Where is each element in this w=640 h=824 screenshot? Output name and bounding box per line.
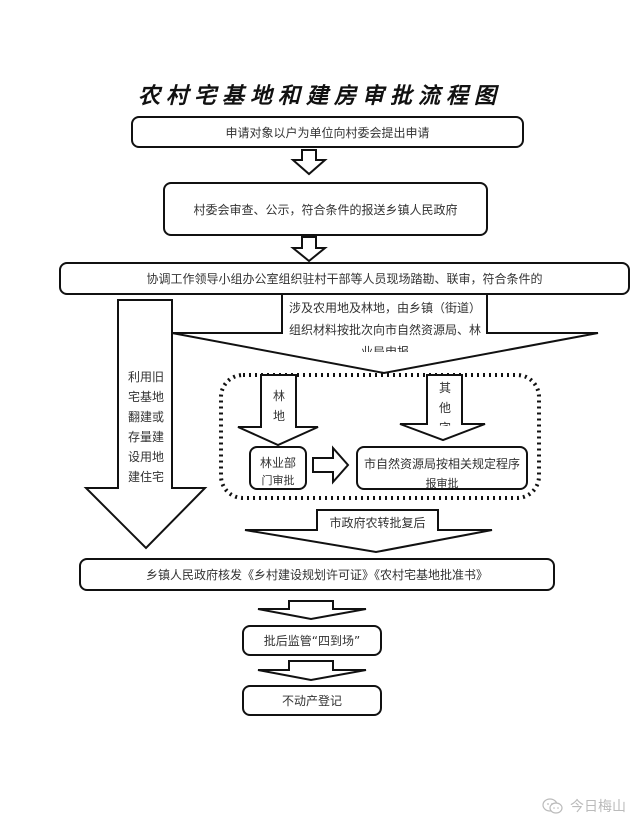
step-supervise: 批后监管“四到场”	[242, 625, 382, 656]
branch-right-line: 业局申报	[360, 345, 409, 352]
resource-bureau-line: 市自然资源局按相关规定程序	[363, 457, 520, 471]
arrow-down-3	[257, 600, 367, 621]
branch-right-line: 涉及农用地及林地，由乡镇（街道）	[288, 301, 481, 315]
arrow-branch-right	[171, 293, 599, 375]
step-apply: 申请对象以户为单位向村委会提出申请	[131, 116, 524, 148]
other-arrow-char: 其	[438, 381, 451, 395]
branch-left-label: 利用旧 宅基地 翻建或 存量建 设用地 建住宅	[120, 367, 172, 487]
other-arrow-char: 宅	[428, 418, 462, 426]
other-arrow-char: 他	[438, 401, 451, 415]
arrow-down-4	[257, 660, 367, 682]
forest-arrow-label: 林 地	[262, 386, 296, 428]
step-register: 不动产登记	[242, 685, 382, 716]
city-approval-label: 市政府农转批复后	[329, 516, 426, 530]
branch-left-line: 设用地	[127, 450, 164, 464]
arrow-right-forest-to-resource	[312, 445, 350, 485]
forest-dept-box: 林业部 门审批	[249, 446, 307, 490]
other-arrow-label: 其 他 宅	[428, 378, 462, 426]
wechat-icon	[542, 798, 563, 814]
resource-bureau-box: 市自然资源局按相关规定程序 报审批	[356, 446, 528, 490]
dotted-region	[219, 373, 541, 500]
flowchart-title: 农村宅基地和建房审批流程图	[137, 83, 502, 109]
forest-arrow-char: 林	[272, 389, 285, 403]
arrow-other	[399, 374, 486, 442]
arrow-down-1	[290, 149, 328, 176]
arrow-city-approval	[244, 509, 493, 554]
branch-left-line: 利用旧	[127, 370, 164, 384]
step-supervise-text: 批后监管“四到场”	[263, 634, 361, 648]
watermark-text: 今日梅山	[570, 799, 626, 815]
branch-left-line: 宅基地	[127, 390, 164, 404]
step-joint-inspection-text: 协调工作领导小组办公室组织驻村干部等人员现场踏勘、联审，符合条件的	[146, 272, 543, 286]
step-issue-permit-text: 乡镇人民政府核发《乡村建设规划许可证》《农村宅基地批准书》	[145, 568, 488, 582]
branch-right-line: 组织材料按批次向市自然资源局、林	[288, 323, 481, 337]
step-joint-inspection: 协调工作领导小组办公室组织驻村干部等人员现场踏勘、联审，符合条件的	[59, 262, 630, 295]
arrow-forest	[237, 374, 319, 447]
branch-right-label: 涉及农用地及林地，由乡镇（街道） 组织材料按批次向市自然资源局、林 业局申报	[284, 297, 486, 352]
forest-dept-line: 门审批	[261, 474, 295, 487]
arrow-branch-left	[83, 299, 208, 550]
step-register-text: 不动产登记	[281, 694, 342, 708]
step-issue-permit: 乡镇人民政府核发《乡村建设规划许可证》《农村宅基地批准书》	[79, 558, 555, 591]
step-village-review: 村委会审查、公示，符合条件的报送乡镇人民政府	[163, 182, 488, 236]
step-apply-text: 申请对象以户为单位向村委会提出申请	[225, 125, 430, 140]
forest-arrow-char: 地	[272, 409, 285, 423]
watermark: 今日梅山	[542, 796, 626, 816]
branch-left-line: 翻建或	[127, 410, 164, 424]
resource-bureau-line: 报审批	[425, 477, 459, 490]
branch-left-line: 建住宅	[127, 470, 164, 484]
forest-dept-line: 林业部	[259, 456, 296, 470]
arrow-down-2	[290, 236, 328, 263]
branch-left-line: 存量建	[127, 430, 164, 444]
step-village-review-text: 村委会审查、公示，符合条件的报送乡镇人民政府	[193, 202, 458, 217]
